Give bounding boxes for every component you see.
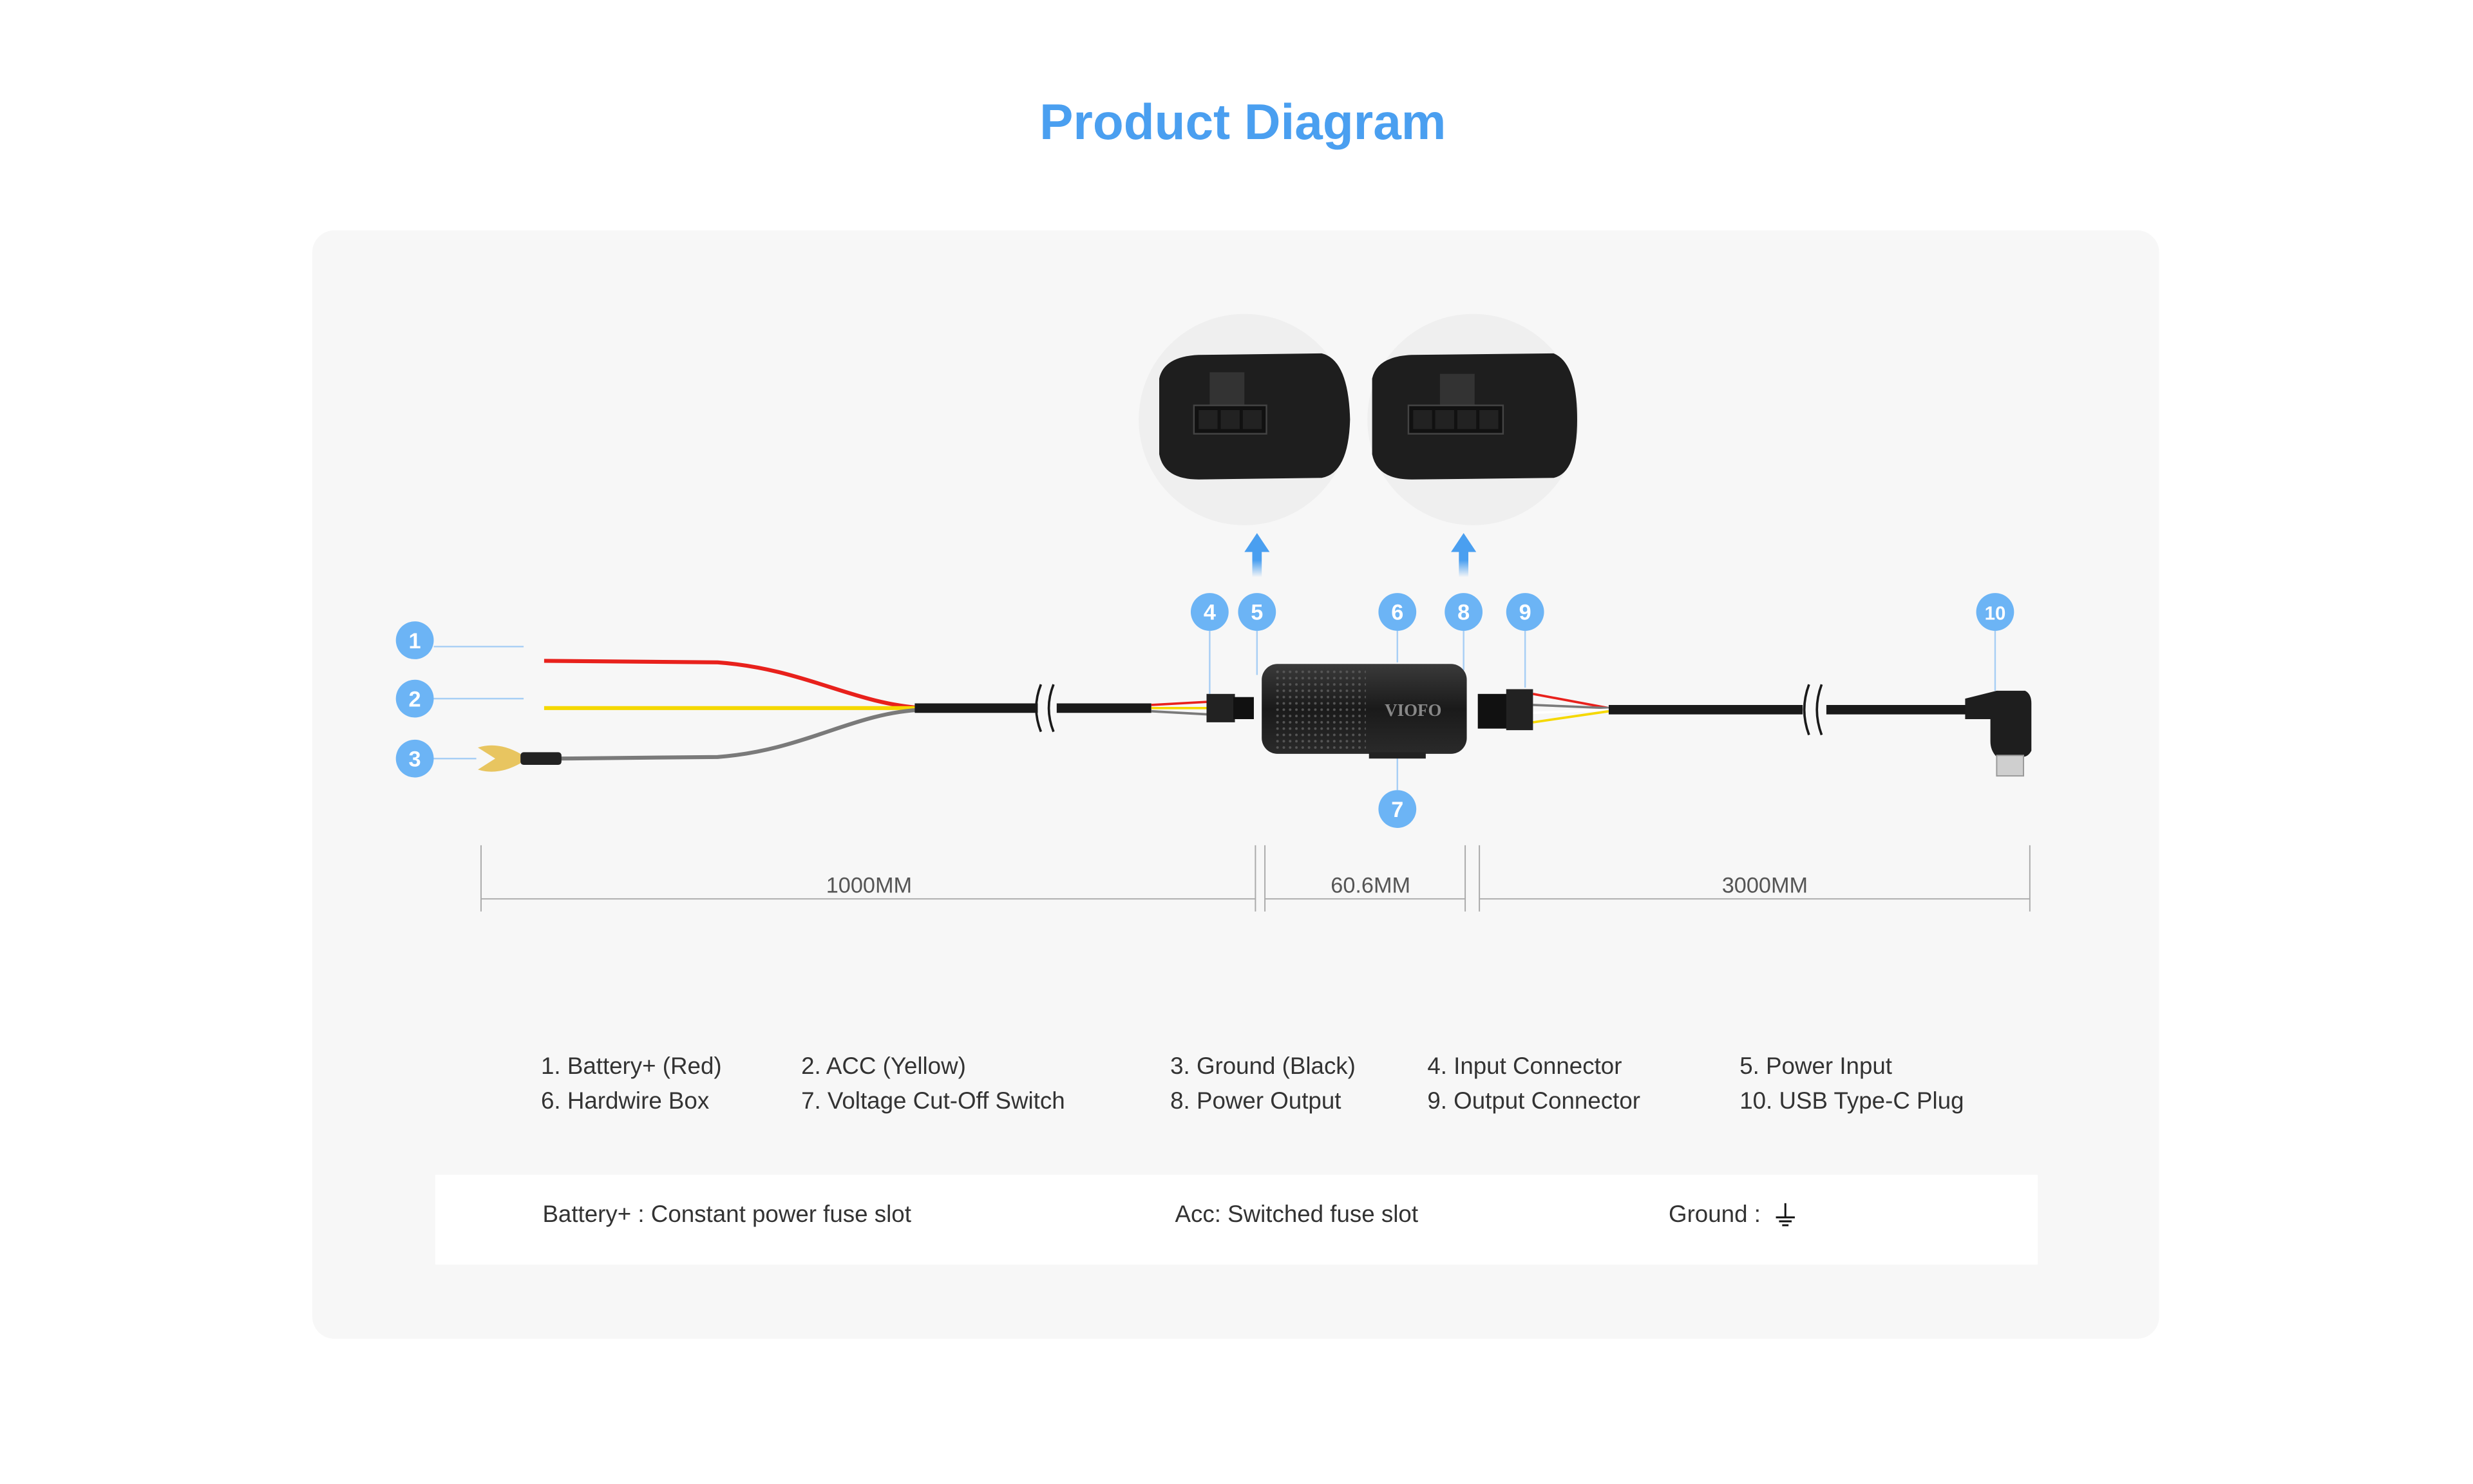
page-title: Product Diagram [1039,93,1446,150]
usb-c-plug [1965,690,2032,777]
arrow-up-icon [1244,533,1270,578]
output-connector [1477,689,1533,731]
svg-text:1: 1 [409,629,421,653]
note-battery: Battery+ : Constant power fuse slot [542,1201,911,1227]
ring-terminal [478,745,562,772]
legend-item: 10. USB Type-C Plug [1739,1087,1964,1114]
badge-6: 6 [1378,593,1417,631]
notes-box [435,1174,2038,1265]
badge-3: 3 [395,739,434,778]
legend-item: 2. ACC (Yellow) [801,1053,966,1079]
dimension-60mm: 60.6MM [1331,873,1410,897]
badge-9: 9 [1506,593,1544,631]
battery-wire-red [544,659,923,710]
input-connector [1206,693,1254,722]
dimension-3000mm: 3000MM [1722,873,1808,897]
output-connector-closeup [1367,314,1579,525]
svg-text:9: 9 [1519,601,1531,625]
ground-wire-gray [560,708,923,761]
legend-item: 8. Power Output [1170,1087,1341,1114]
diagram-panel [312,230,2159,1339]
svg-text:2: 2 [409,687,421,711]
voltage-switch[interactable] [1369,752,1426,759]
svg-text:7: 7 [1391,798,1403,822]
badge-8: 8 [1445,593,1483,631]
legend-item: 9. Output Connector [1427,1087,1640,1114]
dimension-1000mm: 1000MM [826,873,912,897]
legend-item: 4. Input Connector [1427,1053,1622,1079]
note-acc: Acc: Switched fuse slot [1175,1201,1418,1227]
svg-text:6: 6 [1391,601,1403,625]
svg-text:10: 10 [1985,603,2006,625]
legend: 1. Battery+ (Red) 2. ACC (Yellow) 3. Gro… [541,1053,1964,1114]
svg-text:3: 3 [409,747,421,771]
legend-item: 5. Power Input [1739,1053,1892,1079]
arrow-up-icon [1451,533,1477,578]
input-connector-closeup [1139,314,1350,525]
badge-10: 10 [1976,593,2014,631]
svg-text:5: 5 [1251,601,1263,625]
badge-7: 7 [1378,790,1417,828]
legend-item: 1. Battery+ (Red) [541,1053,722,1079]
badge-4: 4 [1190,593,1229,631]
hardwire-box: VIOFO [1262,664,1467,759]
legend-item: 3. Ground (Black) [1170,1053,1356,1079]
note-ground: Ground : [1669,1201,1761,1227]
badge-5: 5 [1238,593,1276,631]
svg-text:8: 8 [1457,601,1470,625]
legend-item: 6. Hardwire Box [541,1087,709,1114]
wire-harness [544,659,1975,761]
svg-text:4: 4 [1204,601,1216,625]
legend-item: 7. Voltage Cut-Off Switch [801,1087,1065,1114]
badge-1: 1 [395,621,434,659]
dimension-lines [480,845,2031,912]
ground-symbol-icon [1776,1203,1795,1226]
brand-logo: VIOFO [1385,700,1441,720]
leader-lines [433,630,1996,791]
badge-2: 2 [395,679,434,718]
